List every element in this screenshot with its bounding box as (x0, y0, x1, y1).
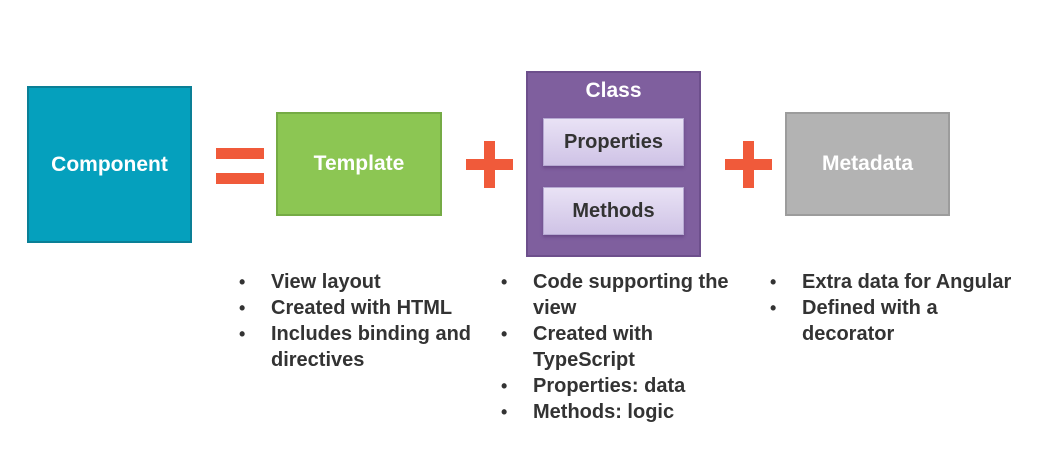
metadata-label: Metadata (821, 152, 914, 175)
template-notes: View layout Created with HTML Includes b… (239, 269, 509, 373)
component-box: Component (27, 86, 192, 243)
class-title: Class (585, 79, 642, 102)
note-item: Defined with a decorator (770, 295, 1020, 347)
plus-icon (466, 141, 513, 188)
component-label: Component (51, 152, 168, 176)
class-notes: Code supporting the view Created with Ty… (501, 269, 751, 425)
properties-label: Properties (564, 130, 663, 153)
note-item: Created with HTML (239, 295, 509, 321)
note-item: Methods: logic (501, 399, 751, 425)
note-item: Code supporting the view (501, 269, 751, 321)
methods-box: Methods (543, 187, 684, 235)
note-item: Created with TypeScript (501, 321, 751, 373)
plus-icon (725, 141, 772, 188)
properties-box: Properties (543, 118, 684, 166)
metadata-notes: Extra data for Angular Defined with a de… (770, 269, 1020, 347)
note-item: View layout (239, 269, 509, 295)
note-item: Properties: data (501, 373, 751, 399)
note-item: Includes binding and directives (239, 321, 509, 373)
class-box: Class Properties Methods (526, 71, 701, 257)
metadata-box: Metadata (785, 112, 950, 216)
equals-icon (216, 148, 264, 184)
template-label: Template (313, 152, 405, 175)
template-box: Template (276, 112, 442, 216)
methods-label: Methods (572, 199, 655, 222)
note-item: Extra data for Angular (770, 269, 1020, 295)
